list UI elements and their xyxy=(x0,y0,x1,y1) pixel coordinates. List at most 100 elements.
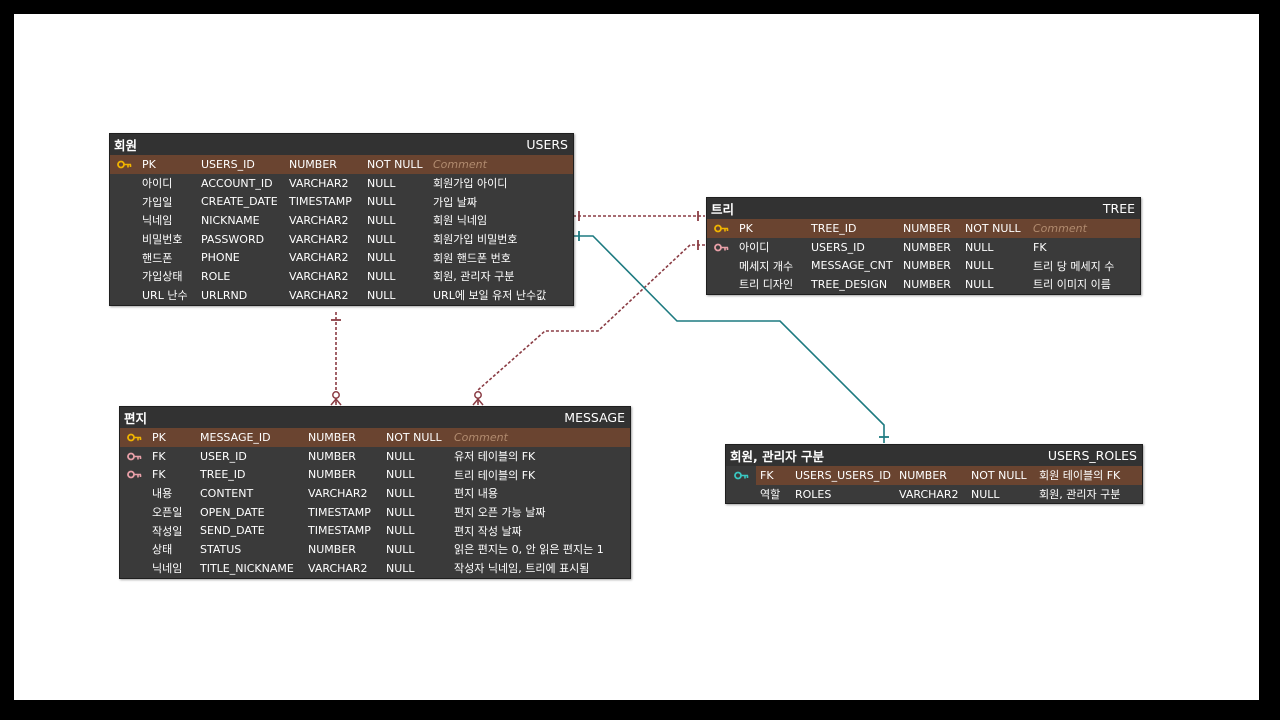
nullable-cell: NULL xyxy=(386,486,415,500)
data-type-cell: VARCHAR2 xyxy=(308,561,368,575)
nullable-cell: NULL xyxy=(367,251,396,265)
comment-cell: 회원 핸드폰 번호 xyxy=(433,251,511,265)
comment-cell: 회원 테이블의 FK xyxy=(1039,469,1121,483)
logical-name-cell: 닉네임 xyxy=(152,562,183,576)
nullable-cell: NULL xyxy=(386,449,415,463)
logical-name-cell: 핸드폰 xyxy=(142,251,173,265)
nullable-cell: NULL xyxy=(367,232,396,246)
logical-name-cell: FK xyxy=(152,468,166,482)
nullable-cell: NULL xyxy=(971,487,1000,501)
column-name-cell: URLRND xyxy=(201,288,248,302)
table-physical-name: USERS_ROLES xyxy=(1047,448,1137,463)
comment-cell: 회원, 관리자 구분 xyxy=(433,270,515,284)
comment-cell: 편지 내용 xyxy=(454,487,498,501)
logical-name-cell: PK xyxy=(739,221,753,235)
logical-name-cell: 비밀번호 xyxy=(142,233,183,247)
data-type-cell: NUMBER xyxy=(903,221,951,235)
data-type-cell: VARCHAR2 xyxy=(308,486,368,500)
data-type-cell: VARCHAR2 xyxy=(289,213,349,227)
table-header[interactable]: 트리 TREE xyxy=(707,198,1140,219)
column-name-cell: TREE_ID xyxy=(811,221,857,235)
comment-cell: Comment xyxy=(1033,221,1087,235)
comment-cell: 회원가입 아이디 xyxy=(433,177,508,191)
column-name-cell: STATUS xyxy=(200,542,242,556)
comment-cell: 편지 오픈 가능 날짜 xyxy=(454,506,546,520)
column-name-cell: CREATE_DATE xyxy=(201,195,278,209)
column-name-cell: USER_ID xyxy=(200,449,247,463)
column-name-cell: TITLE_NICKNAME xyxy=(200,561,294,575)
table-logical-name: 편지 xyxy=(124,411,148,426)
pink-key-icon xyxy=(120,468,148,481)
comment-cell: URL에 보일 유저 난수값 xyxy=(433,289,547,303)
table-header[interactable]: 회원, 관리자 구분 USERS_ROLES xyxy=(726,445,1142,466)
nullable-cell: NULL xyxy=(965,277,994,291)
data-type-cell: NUMBER xyxy=(903,259,951,273)
data-type-cell: NUMBER xyxy=(308,468,356,482)
nullable-cell: NULL xyxy=(386,468,415,482)
table-logical-name: 트리 xyxy=(711,202,735,217)
nullable-cell: NOT NULL xyxy=(971,468,1027,482)
gold-key-icon xyxy=(120,431,148,444)
logical-name-cell: 아이디 xyxy=(739,241,770,255)
pink-key-icon xyxy=(120,450,148,463)
data-type-cell: NUMBER xyxy=(308,542,356,556)
column-name-cell: ROLE xyxy=(201,269,231,283)
logical-name-cell: 메세지 개수 xyxy=(739,259,794,273)
data-type-cell: TIMESTAMP xyxy=(289,195,352,209)
data-type-cell: VARCHAR2 xyxy=(289,269,349,283)
data-type-cell: NUMBER xyxy=(308,449,356,463)
comment-cell: 편지 작성 날짜 xyxy=(454,524,522,538)
table-header[interactable]: 편지 MESSAGE xyxy=(120,407,630,428)
logical-name-cell: 트리 디자인 xyxy=(739,278,794,292)
logical-name-cell: FK xyxy=(152,449,166,463)
comment-cell: Comment xyxy=(454,430,508,444)
column-name-cell: ACCOUNT_ID xyxy=(201,176,273,190)
data-type-cell: VARCHAR2 xyxy=(289,176,349,190)
comment-cell: 읽은 편지는 0, 안 읽은 편지는 1 xyxy=(454,543,604,557)
data-type-cell: TIMESTAMP xyxy=(308,524,371,538)
data-type-cell: NUMBER xyxy=(899,468,947,482)
column-name-cell: PHONE xyxy=(201,251,240,265)
logical-name-cell: 내용 xyxy=(152,487,173,501)
gold-key-icon xyxy=(707,222,735,235)
column-name-cell: SEND_DATE xyxy=(200,524,265,538)
table-logical-name: 회원 xyxy=(114,138,138,153)
table-header[interactable]: 회원 USERS xyxy=(110,134,573,155)
column-name-cell: USERS_USERS_ID xyxy=(795,468,891,482)
logical-name-cell: 가입상태 xyxy=(142,270,183,284)
logical-name-cell: 역할 xyxy=(760,488,781,502)
data-type-cell: VARCHAR2 xyxy=(289,288,349,302)
nullable-cell: NULL xyxy=(367,195,396,209)
data-type-cell: TIMESTAMP xyxy=(308,505,371,519)
comment-cell: 회원 닉네임 xyxy=(433,214,488,228)
nullable-cell: NULL xyxy=(386,505,415,519)
table-physical-name: TREE xyxy=(1102,201,1135,216)
logical-name-cell: 가입일 xyxy=(142,195,173,209)
